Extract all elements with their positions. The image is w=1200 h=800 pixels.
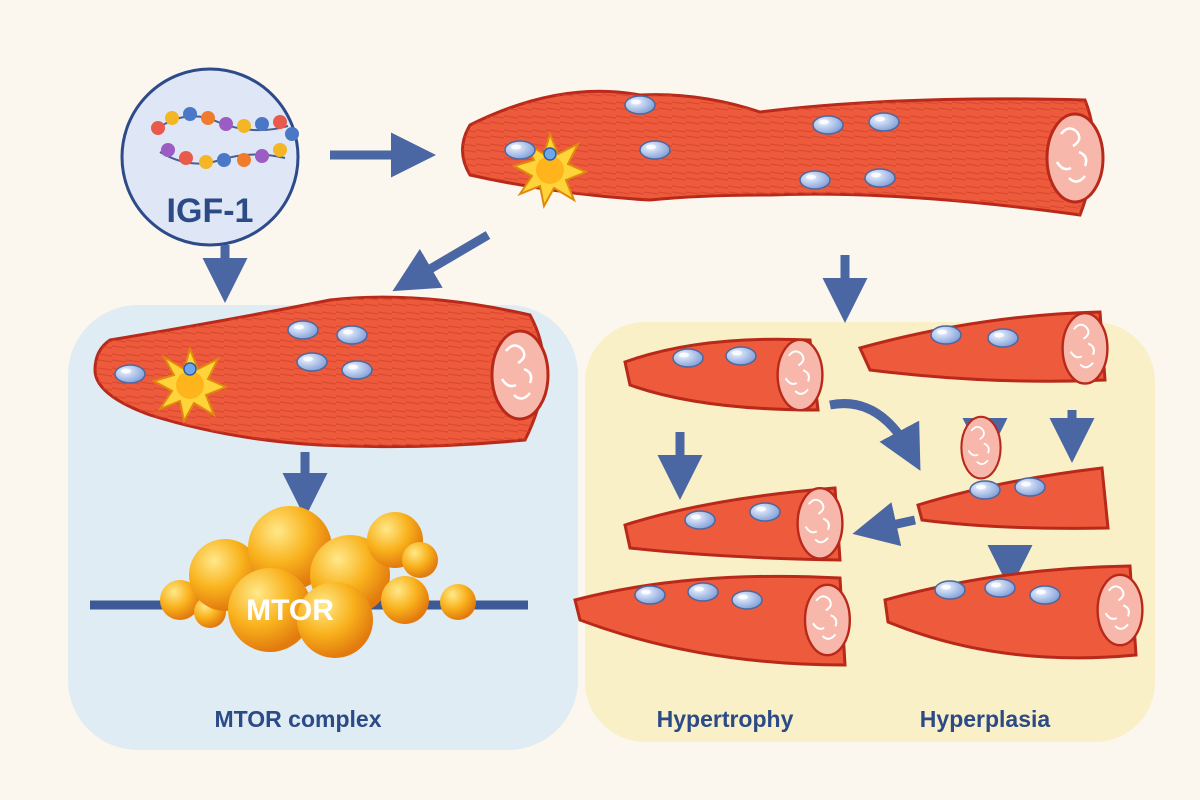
amino-acid-chain-icon xyxy=(151,107,299,169)
arrow-hyperplasia-left xyxy=(852,502,916,547)
fiber-r5 xyxy=(573,574,851,667)
hypertrophy-label: Hypertrophy xyxy=(657,706,794,732)
mtor-label: MTOR xyxy=(246,594,334,627)
fiber-r2 xyxy=(857,310,1109,385)
mtor-complex-label: MTOR complex xyxy=(215,706,382,732)
fiber-r6 xyxy=(883,564,1144,660)
growth-fibers xyxy=(573,310,1144,667)
fiber-r1 xyxy=(623,337,824,412)
hyperplasia-label: Hyperplasia xyxy=(920,706,1051,732)
muscle-fiber-left xyxy=(93,295,550,449)
arrow-fiber-to-fiber xyxy=(392,231,491,292)
igf-circle: IGF-1 xyxy=(120,67,300,247)
myonucleus-icon xyxy=(812,115,844,135)
fiber-r3 xyxy=(623,486,844,562)
igf-label: IGF-1 xyxy=(167,192,254,230)
arrow-exchange xyxy=(829,399,921,471)
flow-arrows xyxy=(202,132,1095,590)
fiber-r4 xyxy=(916,415,1110,530)
muscle-fiber-top xyxy=(461,89,1105,217)
mtor-complex: MTOR xyxy=(90,506,528,658)
